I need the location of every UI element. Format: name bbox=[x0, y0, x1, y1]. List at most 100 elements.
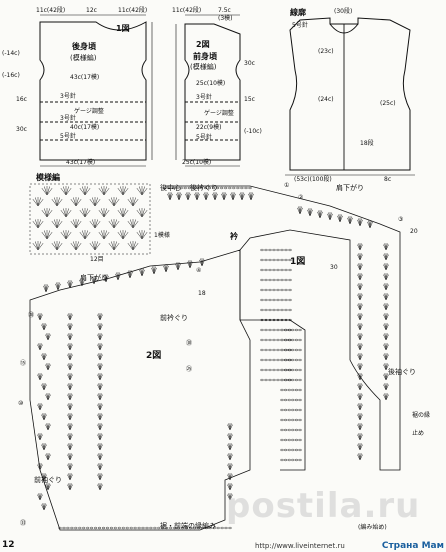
swatch-shell bbox=[70, 219, 82, 229]
neck-chain bbox=[211, 186, 216, 190]
front-body-shell bbox=[67, 383, 73, 391]
stitch-count-20: 20 bbox=[410, 228, 418, 235]
collar-chain bbox=[280, 248, 284, 252]
collar-chain bbox=[288, 248, 292, 252]
collar-chain bbox=[280, 278, 284, 282]
watermark-site: Страна Мам bbox=[381, 541, 444, 551]
collar-chain bbox=[288, 298, 292, 302]
collar-chain bbox=[276, 268, 280, 272]
front-band-chain bbox=[280, 378, 284, 382]
finished-bottom: (53c)(100段) bbox=[294, 176, 332, 183]
neck-chain bbox=[179, 186, 183, 190]
back-bottom-width: 43c(17模) bbox=[66, 159, 96, 166]
swatch-shell bbox=[127, 197, 139, 207]
front-armhole-shell bbox=[41, 383, 47, 391]
front-band-chain bbox=[294, 368, 299, 372]
armhole-back-label: 後袖ぐり bbox=[388, 368, 416, 376]
collar-chain bbox=[260, 348, 264, 352]
front-body-shell bbox=[67, 463, 73, 471]
fig1-label: 1図 bbox=[116, 24, 130, 33]
front-band-chain bbox=[287, 428, 291, 432]
neck-chain bbox=[248, 186, 252, 190]
hem-chain bbox=[58, 526, 62, 530]
back-neck-shell bbox=[230, 192, 236, 201]
front-armhole-shell bbox=[45, 423, 51, 431]
back-armhole-shell bbox=[357, 343, 363, 351]
front-body-shell bbox=[67, 373, 73, 381]
swatch-shell bbox=[89, 219, 101, 229]
shoulder-shell bbox=[357, 218, 363, 227]
front-body-shell bbox=[97, 373, 103, 381]
swatch-shell bbox=[136, 230, 148, 240]
hem-chain bbox=[184, 526, 189, 530]
front-body-shell bbox=[97, 343, 103, 351]
hem-chain bbox=[196, 526, 201, 530]
swatch-shell bbox=[70, 197, 82, 207]
collar-chain bbox=[280, 298, 284, 302]
front-band-chain bbox=[298, 388, 302, 392]
front-armhole-shell bbox=[45, 483, 51, 491]
back-edge-shell bbox=[383, 303, 389, 311]
hem-chain bbox=[188, 526, 193, 530]
hem-chain bbox=[224, 526, 228, 530]
watermark-url: http://www.liveinternet.ru bbox=[255, 542, 345, 550]
swatch-shell bbox=[108, 219, 120, 229]
collar-chain bbox=[276, 248, 280, 252]
fig1-chart-label: 1図 bbox=[290, 257, 306, 267]
row-mark-10: ⑩ bbox=[18, 400, 24, 407]
neck-chain bbox=[244, 186, 248, 190]
front-armhole-shell bbox=[41, 473, 47, 481]
back-armhole-shell bbox=[357, 383, 363, 391]
row-mark-2: ② bbox=[298, 194, 304, 201]
row-mark-30: ㉚ bbox=[186, 340, 193, 347]
front-band-chain bbox=[287, 328, 291, 332]
collar-chain bbox=[276, 328, 280, 332]
back-edge-shell bbox=[383, 353, 389, 361]
front-needle-3a: 3号針 bbox=[196, 94, 212, 101]
front-band-chain bbox=[294, 358, 299, 362]
left-edge-label-3: 16c bbox=[16, 96, 27, 103]
back-lower-width: 40c(17模) bbox=[70, 124, 100, 131]
shoulder-shell bbox=[347, 216, 353, 225]
neck-chain bbox=[215, 186, 220, 190]
front-body-shell bbox=[97, 383, 103, 391]
shoulder-shell bbox=[297, 206, 303, 215]
front-band-chain bbox=[294, 348, 299, 352]
back-needle-3a: 3号針 bbox=[60, 93, 76, 100]
back-armhole-shell bbox=[357, 253, 363, 261]
collar-chain bbox=[260, 298, 264, 302]
collar-chain bbox=[260, 268, 264, 272]
neck-chain bbox=[228, 186, 232, 190]
collar-chain bbox=[260, 308, 264, 312]
front-neck-width: 7.5c bbox=[218, 7, 231, 14]
right-edge-label-2: 15c bbox=[244, 96, 255, 103]
swatch-shell bbox=[41, 230, 53, 240]
back-neck-shell bbox=[176, 192, 182, 201]
back-needle-5: 5号針 bbox=[60, 133, 76, 140]
collar-chain bbox=[268, 278, 272, 282]
fig2-small-label: 2図 bbox=[196, 40, 210, 49]
collar-chain bbox=[260, 248, 264, 252]
front-band-chain bbox=[294, 328, 299, 332]
back-edge-shell bbox=[383, 293, 389, 301]
finished-needle: 5号針 bbox=[292, 22, 308, 29]
collar-chain bbox=[264, 268, 268, 272]
stitch-count-18: 18 bbox=[198, 290, 206, 297]
front-band-chain bbox=[291, 328, 295, 332]
front-band-chain bbox=[283, 378, 288, 382]
back-armhole-shell bbox=[357, 403, 363, 411]
front-band-chain bbox=[287, 398, 291, 402]
back-needle-3b: 3号針 bbox=[60, 115, 76, 122]
front-body-shell bbox=[67, 403, 73, 411]
front-band-chain bbox=[291, 378, 295, 382]
front-band-chain bbox=[291, 428, 295, 432]
collar-chain bbox=[276, 308, 280, 312]
front-body-shell bbox=[97, 363, 103, 371]
hem-chain bbox=[74, 526, 78, 530]
front-band-chain bbox=[298, 418, 302, 422]
front-body-shell bbox=[97, 453, 103, 461]
collar-chain bbox=[268, 298, 272, 302]
back-mid-width: 43c(17模) bbox=[70, 74, 100, 81]
front-body-shell bbox=[67, 353, 73, 361]
left-edge-label-1: (-14c) bbox=[2, 50, 20, 57]
